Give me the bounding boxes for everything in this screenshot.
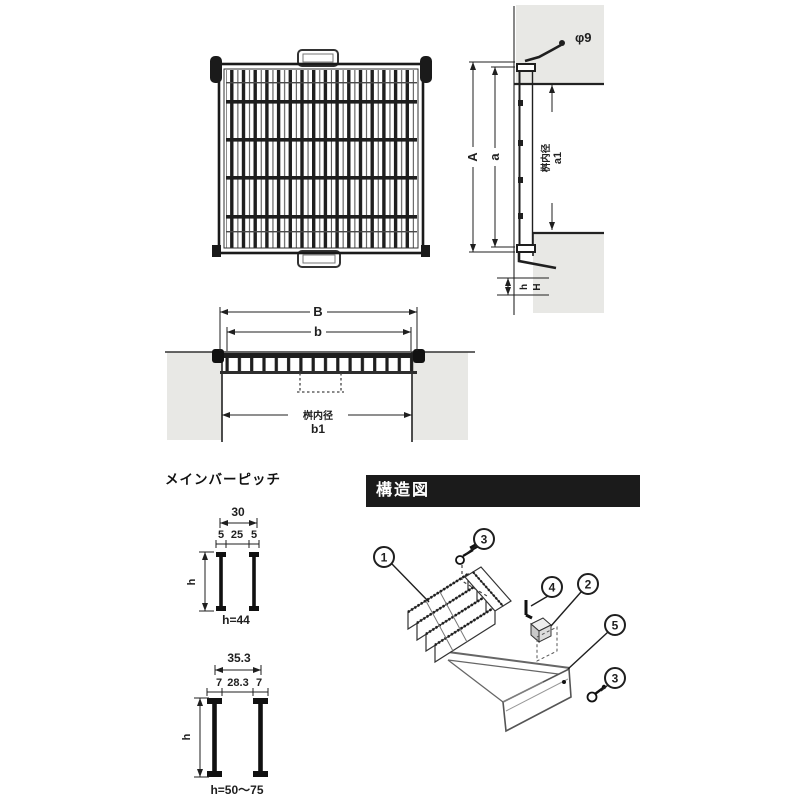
callout-5: 5 xyxy=(612,619,619,633)
grating-plan-view xyxy=(210,49,432,268)
callout-1: 1 xyxy=(381,551,388,565)
fix-pin-part xyxy=(524,600,533,620)
pitch2-seg-right: 7 xyxy=(256,677,262,689)
dim-label-phi9: φ9 xyxy=(575,30,592,45)
pitch1-h-label: h xyxy=(186,578,198,585)
clamp-bracket-part xyxy=(530,617,558,662)
plan-frame xyxy=(217,62,425,255)
pitch2-height-note: h=50〜75 xyxy=(210,783,263,797)
pitch2-dim-lines xyxy=(206,665,269,696)
lift-hook-bottom xyxy=(517,252,557,270)
dim-label-A: A xyxy=(465,152,480,162)
pitch1-pitch-value: 30 xyxy=(231,505,245,519)
front-section-view: B b 桝内径 b1 xyxy=(165,304,475,442)
pitch1-h-dim xyxy=(199,551,214,612)
pitch-diagram-35: 35.3 7 28.3 7 h h=50〜75 xyxy=(181,651,269,797)
pitch1-seg-right: 5 xyxy=(251,529,257,541)
pitch2-pitch-value: 35.3 xyxy=(227,651,251,665)
pitch1-seg-mid: 25 xyxy=(231,529,243,541)
pitch2-h-dim xyxy=(194,697,209,778)
dim-seat-hH xyxy=(497,277,549,296)
dim-label-a: a xyxy=(487,153,502,161)
dim-a xyxy=(491,66,515,248)
dim-b xyxy=(226,327,412,351)
dim-label-b1: b1 xyxy=(311,422,325,436)
pitch-section-heading: メインバーピッチ xyxy=(165,472,281,487)
dim-B xyxy=(219,307,418,351)
pitch2-h-label: h xyxy=(181,733,193,740)
plan-lift-handles xyxy=(297,49,341,268)
dim-A xyxy=(469,61,515,253)
hidden-handle-dashed xyxy=(297,373,344,393)
structure-section-banner: 構造図 xyxy=(366,475,640,507)
plan-bar-field xyxy=(226,70,417,248)
callout-4: 4 xyxy=(549,581,556,595)
structure-exploded-view: 1 3 4 2 5 3 xyxy=(373,528,626,733)
pitch2-ibars xyxy=(207,698,268,777)
dim-label-masu-b: 桝内径 xyxy=(303,409,333,422)
dim-label-masu-a: 桝内径 xyxy=(540,143,552,172)
callout-3b: 3 xyxy=(612,672,619,686)
plan-corner-hooks xyxy=(210,56,432,257)
pitch1-seg-left: 5 xyxy=(218,529,224,541)
callout-badges: 1 3 4 2 5 3 xyxy=(373,528,626,689)
callout-2: 2 xyxy=(585,578,592,592)
dim-label-B: B xyxy=(313,304,322,319)
grating-cross-section xyxy=(212,349,425,374)
dim-label-h: h xyxy=(519,284,530,290)
pitch2-seg-left: 7 xyxy=(216,677,222,689)
main-bars-isometric xyxy=(407,566,512,664)
callout-3a: 3 xyxy=(481,533,488,547)
pitch1-ibars xyxy=(216,552,259,611)
pitch2-seg-mid: 28.3 xyxy=(227,677,248,689)
grating-edge-strip xyxy=(516,63,536,253)
dim-label-b: b xyxy=(314,324,322,339)
pitch-diagram-30: 30 5 25 5 h h=44 xyxy=(186,505,260,627)
callout-leaders xyxy=(391,545,609,692)
dim-label-a1: a1 xyxy=(552,152,564,164)
side-section-view: φ9 A a 桝内径 a1 h H xyxy=(465,5,604,315)
pitch1-height-note: h=44 xyxy=(222,613,250,627)
dim-label-H: H xyxy=(532,283,543,290)
concrete-pit xyxy=(165,351,475,442)
frame-and-end-plate xyxy=(447,651,572,733)
pitch1-dim-lines xyxy=(215,518,260,548)
lift-hook-top xyxy=(524,40,565,63)
